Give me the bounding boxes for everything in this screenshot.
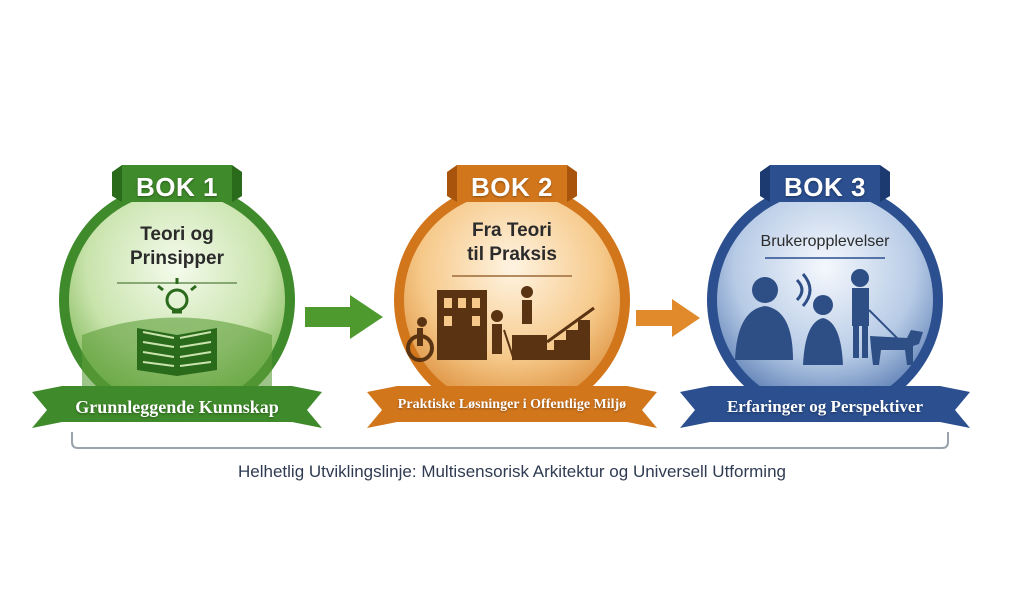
book-2-graphic bbox=[367, 165, 657, 428]
building-accessibility-icon bbox=[406, 286, 595, 362]
book-3-title-line-1: Brukeropplevelser bbox=[760, 233, 890, 250]
book-2-banner: Praktiske Løsninger i Offentlige Miljø bbox=[397, 397, 627, 412]
banner-shape bbox=[32, 386, 322, 428]
book-3-graphic bbox=[680, 165, 970, 428]
arrow-1-icon bbox=[305, 295, 383, 339]
people-guide-dog-icon bbox=[735, 269, 923, 365]
tab-shape bbox=[122, 165, 232, 202]
lightbulb-book-icon bbox=[137, 278, 217, 376]
book-1-title-line-1: Teori og bbox=[140, 224, 214, 245]
book-1-graphic bbox=[32, 165, 322, 428]
book-1-banner: Grunnleggende Kunnskap bbox=[75, 397, 279, 417]
book-1-panel: BOK 1 Teori og Prinsipper Grunnleggende … bbox=[27, 160, 327, 440]
tab-shape bbox=[770, 165, 880, 202]
book-3-panel: BOK 3 Brukeropplevelser Erfaringer og Pe… bbox=[675, 160, 975, 440]
book-3-banner: Erfaringer og Perspektiver bbox=[726, 397, 924, 416]
banner-shape bbox=[680, 386, 970, 428]
book-2-panel: BOK 2 Fra Teori til Praksis Praktiske Lø… bbox=[362, 160, 662, 440]
book-3-tab: BOK 3 bbox=[784, 172, 866, 202]
banner-shape bbox=[367, 386, 657, 428]
arrow-2-icon bbox=[636, 299, 700, 337]
book-2-title-line-2: til Praksis bbox=[467, 244, 557, 265]
book-1-title-line-2: Prinsipper bbox=[130, 248, 224, 269]
footer-caption: Helhetlig Utviklingslinje: Multisensoris… bbox=[238, 462, 786, 481]
book-2-tab: BOK 2 bbox=[471, 172, 553, 202]
timeline-bracket bbox=[71, 432, 949, 449]
book-1-tab: BOK 1 bbox=[136, 172, 218, 202]
tab-shape bbox=[457, 165, 567, 202]
book-2-title-line-1: Fra Teori bbox=[472, 220, 552, 241]
